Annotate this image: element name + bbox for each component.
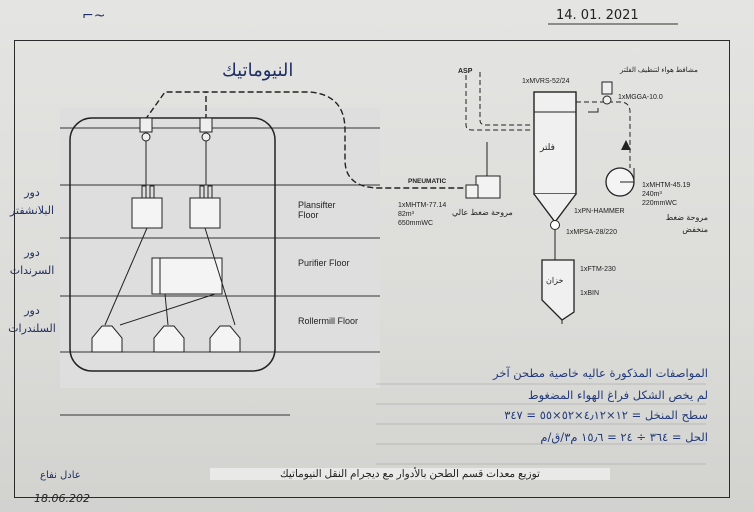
bin-ar-label: خزان	[546, 276, 564, 285]
floor-label-en-rollermill: Rollermill Floor	[298, 316, 359, 326]
date-bottom: 18.06.202	[34, 492, 90, 505]
low-pressure-fan-ar: مروحة ضغط منخفض	[665, 213, 708, 234]
floor-label-ar-rollermill: دور السلندرات	[8, 304, 56, 335]
mpsa-label: 1xMPSA-28/220	[566, 229, 617, 236]
date-top: 14. 01. 2021	[556, 8, 639, 23]
note-line-2: لم يخص الشكل فراغ الهواء المضغوط	[527, 388, 708, 402]
bin-label: 1xBIN	[580, 290, 600, 297]
pneumatic-label-ar: النيوماتيك	[222, 60, 294, 81]
asp-label: ASP	[458, 68, 473, 75]
low-pressure-fan-flow: 240m³	[642, 191, 662, 198]
floor-label-ar-purifier: دور السرندات	[9, 246, 55, 277]
corner-scribble: ⌐~	[82, 8, 106, 24]
floor-label-ar-plansifter: دور البلانشفتر	[9, 186, 55, 217]
low-pressure-fan-model: 1xMHTM-45.19	[642, 182, 691, 189]
note-line-4: الحل = ٣٦٤ ÷ ٢٤ = ١٥٫٦ م٣/ق/م	[540, 430, 708, 444]
filter-model: 1xMVRS-52/24	[522, 78, 570, 85]
ftm-label: 1xFTM-230	[580, 266, 616, 273]
fan-mgga-label: 1xMGGA-10.0	[618, 94, 663, 101]
note-line-1: المواصفات المذكورة عاليه خاصية مطحن آخر	[493, 366, 708, 380]
filter-cleaning-fan-ar: مشافط هواء لتنظيف الفلتر	[620, 67, 698, 74]
pneumatic-tag: PNEUMATIC	[408, 178, 447, 185]
drawing-frame	[14, 40, 730, 498]
filter-ar-label: فلتر	[540, 142, 555, 152]
floor-label-en-purifier: Purifier Floor	[298, 258, 350, 268]
high-pressure-fan-pressure: 650mmWC	[398, 220, 434, 227]
high-pressure-fan-flow: 82m³	[398, 211, 414, 218]
high-pressure-fan-ar: مروحة ضغط عالي	[452, 208, 513, 217]
low-pressure-fan-pressure: 220mmWC	[642, 200, 678, 207]
caption: توزيع معدات قسم الطحن بالأدوار مع ديجرام…	[210, 468, 610, 480]
note-line-3: سطح المنخل = ١٢×٤٫١٢×٥٢×٥٥ = ٣٤٧	[504, 408, 708, 422]
signature: عادل نفاع	[40, 470, 81, 481]
hammer-label: 1xPN-HAMMER	[574, 208, 625, 215]
high-pressure-fan-model: 1xMHTM-77.14	[398, 202, 447, 209]
floor-label-en-plansifter: Plansifter Floor	[298, 200, 336, 220]
